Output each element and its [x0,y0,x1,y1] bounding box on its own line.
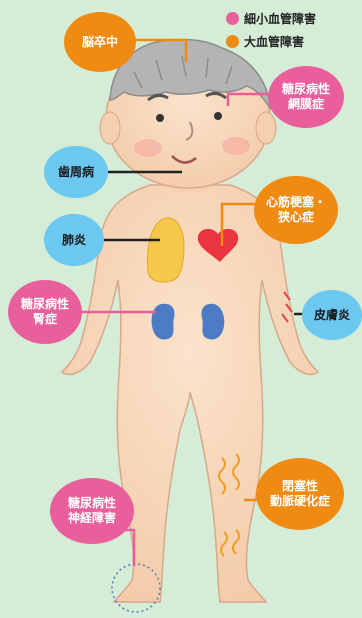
left-kidney [152,304,175,340]
left-ear [100,112,120,144]
stroke-bubble: 脳卒中 [64,12,136,72]
orange-dot-icon [226,35,239,48]
arteriosclerosis-bubble: 閉塞性 動脈硬化症 [256,458,344,530]
periodontitis-bubble: 歯周病 [44,146,108,198]
right-eye [214,112,222,120]
legend-item-microvascular: 細小血管障害 [226,8,356,28]
heart-disease-bubble: 心筋梗塞・ 狭心症 [254,176,338,244]
left-eye [156,114,164,122]
pink-dot-icon [226,12,239,25]
legend-item-macrovascular: 大血管障害 [226,31,356,51]
legend-label-macrovascular: 大血管障害 [244,33,304,50]
legend: 細小血管障害 大血管障害 [226,8,356,54]
right-ear [256,112,276,144]
retinopathy-bubble: 糖尿病性 網膜症 [268,66,344,128]
pneumonia-bubble: 肺炎 [44,214,104,266]
legend-label-microvascular: 細小血管障害 [244,10,316,27]
neuropathy-bubble: 糖尿病性 神経障害 [50,478,134,544]
nephropathy-bubble: 糖尿病性 腎症 [8,280,82,344]
skin-disease-bubble: 皮膚炎 [302,290,362,340]
